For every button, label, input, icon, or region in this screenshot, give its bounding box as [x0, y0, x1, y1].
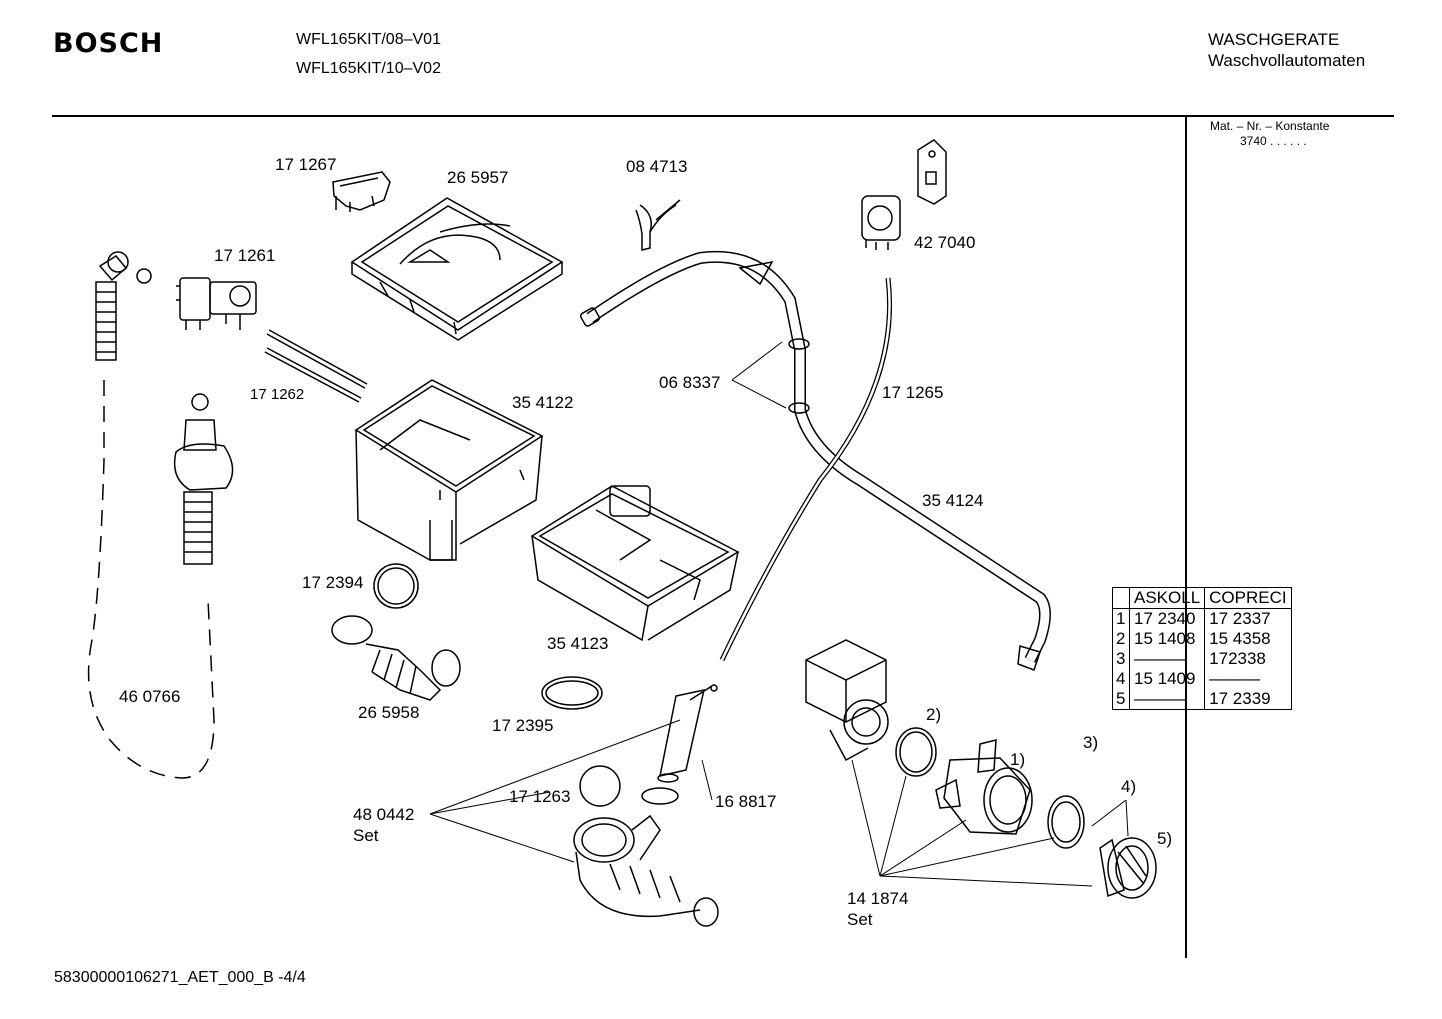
supplier-alternatives-table: ASKOLL COPRECI 1 17 2340 17 2337 2 15 14… [1112, 587, 1292, 710]
label-265958: 26 5958 [358, 703, 420, 722]
callout-3: 3) [1083, 733, 1099, 752]
table-cell-askoll: ——— [1129, 649, 1206, 669]
mat-nr-value: 3740 . . . . . . [1240, 134, 1307, 148]
label-168817: 16 8817 [715, 792, 777, 811]
label-354123: 35 4123 [547, 634, 609, 653]
table-row: 2 15 1408 15 4358 [1112, 629, 1292, 649]
leader-lines [429, 341, 1129, 887]
label-172394: 17 2394 [302, 573, 364, 592]
label-141874-set: Set [847, 910, 873, 929]
brand-logo: BOSCH [53, 28, 164, 59]
label-068337: 06 8337 [659, 373, 721, 392]
label-172395: 17 2395 [492, 716, 554, 735]
part-ring-2 [895, 727, 937, 777]
table-cell-askoll: 15 1408 [1129, 629, 1206, 649]
part-sump-hose-480442 [573, 814, 719, 927]
label-480442: 48 0442 [353, 805, 415, 824]
label-171263: 17 1263 [509, 787, 571, 806]
table-cell-copreci: 172338 [1209, 649, 1266, 668]
label-480442-set: Set [353, 826, 379, 845]
category-title: WASCHGERATE [1208, 30, 1340, 49]
table-cell-index: 3 [1112, 649, 1130, 669]
table-header-askoll: ASKOLL [1129, 587, 1206, 609]
table-row: 1 17 2340 17 2337 [1112, 608, 1292, 629]
table-cell-copreci: 17 2339 [1209, 689, 1271, 708]
table-cell-index: 4 [1112, 669, 1130, 689]
table-row: 4 15 1409 ——— [1112, 669, 1292, 689]
part-hose-354124 [579, 251, 1051, 671]
part-drain-hose-460766 [87, 251, 215, 779]
callout-4: 4) [1121, 777, 1137, 796]
table-cell-copreci: ——— [1209, 669, 1261, 688]
part-ball-171263 [579, 765, 621, 807]
part-detergent-housing-354122 [354, 379, 544, 561]
model-number-2: WFL165KIT/10–V02 [296, 60, 441, 77]
model-number-1: WFL165KIT/08–V01 [296, 31, 441, 48]
part-pressure-switch-427040 [861, 139, 947, 250]
part-filter-5 [1099, 837, 1157, 899]
table-row: 5 ——— 17 2339 [1112, 689, 1292, 710]
callout-5: 5) [1157, 829, 1173, 848]
part-pipe-168817 [657, 684, 718, 783]
part-inlet-valve-171261 [176, 277, 257, 330]
label-265957: 26 5957 [447, 168, 509, 187]
label-171261: 17 1261 [214, 246, 276, 265]
part-clip-171267 [332, 171, 391, 212]
part-ring-172395 [541, 676, 603, 710]
part-ring-3 [1047, 795, 1085, 849]
part-dispenser-cover-265957 [350, 197, 564, 341]
part-bellows-265958 [331, 615, 461, 701]
table-cell-index: 1 [1112, 608, 1130, 629]
label-171262: 17 1262 [250, 386, 305, 403]
part-hoses-171262 [264, 329, 368, 403]
mat-nr-label: Mat. – Nr. – Konstante [1210, 119, 1330, 133]
part-drain-pump [805, 639, 889, 762]
table-cell-copreci: 17 2337 [1209, 609, 1271, 628]
table-cell-copreci: 15 4358 [1209, 629, 1271, 648]
table-header-row: ASKOLL COPRECI [1112, 587, 1292, 609]
table-header-index [1112, 587, 1130, 609]
part-detergent-drawer-354123 [530, 485, 740, 642]
label-460766: 46 0766 [119, 687, 181, 706]
label-171267: 17 1267 [275, 155, 337, 174]
part-bracket-084713 [635, 199, 681, 251]
label-354122: 35 4122 [512, 393, 574, 412]
table-row: 3 ——— 172338 [1112, 649, 1292, 669]
label-354124: 35 4124 [922, 491, 984, 510]
label-141874: 14 1874 [847, 889, 909, 908]
table-cell-askoll: 15 1409 [1129, 669, 1206, 689]
document-id: 58300000106271_AET_000_B -4/4 [54, 969, 306, 986]
part-inlet-fitting [173, 393, 234, 565]
part-tube-171265 [719, 277, 893, 662]
callout-1: 1) [1010, 750, 1026, 769]
part-ring-172394 [373, 563, 419, 609]
part-pump-housing-1 [935, 739, 1033, 835]
category-subtitle: Waschvollautomaten [1208, 51, 1366, 70]
label-427040: 42 7040 [914, 233, 976, 252]
table-cell-askoll: ——— [1129, 689, 1206, 710]
label-171265: 17 1265 [882, 383, 944, 402]
table-cell-askoll: 17 2340 [1129, 608, 1206, 629]
label-084713: 08 4713 [626, 157, 688, 176]
table-header-copreci: COPRECI [1209, 588, 1287, 607]
table-cell-index: 5 [1112, 689, 1130, 710]
callout-2: 2) [926, 705, 942, 724]
table-cell-index: 2 [1112, 629, 1130, 649]
